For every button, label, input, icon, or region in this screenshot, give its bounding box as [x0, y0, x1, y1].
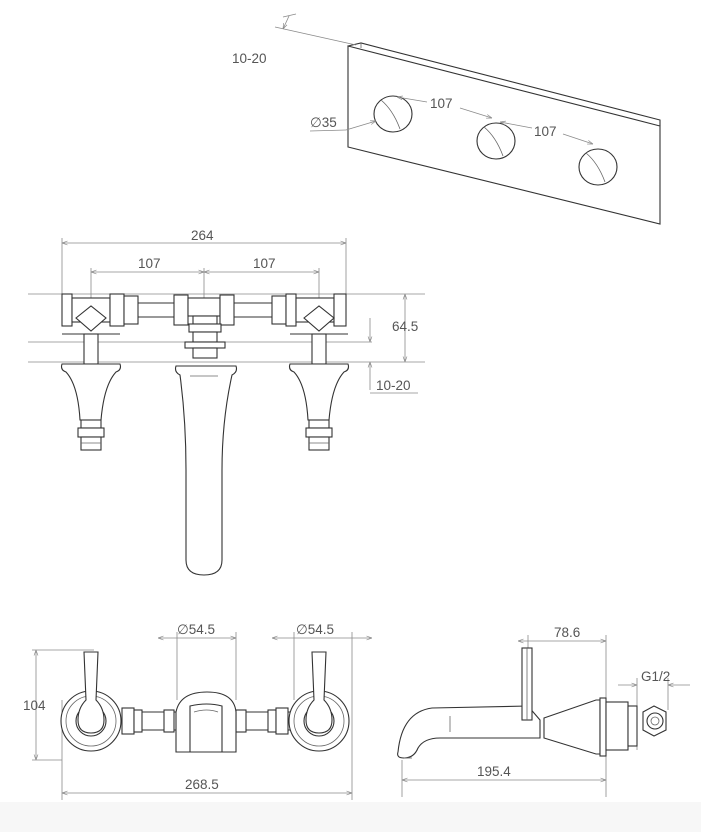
front-pipe-assembly [61, 293, 347, 359]
front-right-handle [288, 333, 350, 451]
rear-right-valve [288, 651, 350, 752]
front-left-handle [60, 333, 122, 451]
side-spout [397, 705, 541, 759]
bottom-strip [0, 802, 701, 832]
side-handle [521, 647, 533, 721]
side-projection-label: 195.4 [477, 764, 511, 779]
front-right-spacing-label: 107 [253, 256, 276, 271]
front-wall-range-label: 10-20 [376, 378, 411, 393]
panel-hole-left [373, 95, 413, 133]
rear-height-label: 104 [23, 698, 46, 713]
front-view: 264 107 107 64.5 10-20 [28, 228, 425, 576]
side-view: 78.6 G1/2 195.4 [397, 625, 690, 797]
side-depth-label: 78.6 [554, 625, 580, 640]
rear-left-valve [60, 651, 122, 752]
rear-left-flange-label: ∅54.5 [177, 622, 215, 637]
rear-connectors [121, 707, 289, 735]
panel-hole-right [578, 148, 618, 186]
rear-overall-width-label: 268.5 [185, 777, 219, 792]
front-left-spacing-label: 107 [138, 256, 161, 271]
rear-spout-body [175, 691, 237, 753]
side-connector-nut [642, 705, 667, 737]
rear-view: 104 ∅54.5 ∅54.5 268.5 [23, 622, 372, 800]
panel-hole-middle [476, 122, 516, 160]
rear-right-flange-label: ∅54.5 [296, 622, 334, 637]
front-height-label: 64.5 [392, 319, 418, 334]
panel-thickness-label: 10-20 [232, 51, 267, 66]
panel-spacing-1-label: 107 [430, 96, 453, 111]
front-spout [174, 365, 238, 576]
panel-hole-diameter-label: ∅35 [310, 115, 337, 130]
side-valve-body [543, 697, 638, 757]
wall-panel-view: 10-20 ∅35 107 107 [232, 13, 661, 225]
side-thread-label: G1/2 [641, 669, 670, 684]
panel-spacing-2-label: 107 [534, 124, 557, 139]
front-overall-width-label: 264 [191, 228, 214, 243]
